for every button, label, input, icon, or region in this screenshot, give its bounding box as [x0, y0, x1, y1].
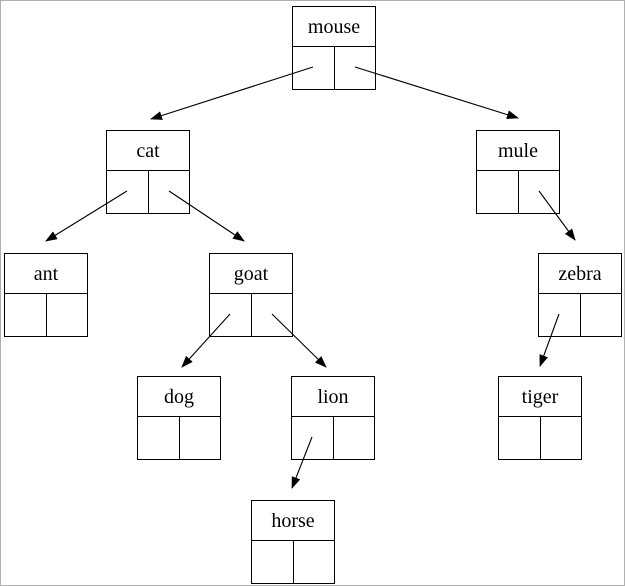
node-label: mouse [293, 7, 375, 47]
node-goat: goat [209, 253, 293, 337]
node-pointer-cells [292, 417, 374, 459]
node-horse: horse [251, 500, 335, 584]
node-pointer-cells [477, 171, 559, 213]
node-label: tiger [499, 377, 581, 417]
node-ant: ant [4, 253, 88, 337]
node-label: zebra [539, 254, 621, 294]
left-pointer-cell [477, 171, 519, 213]
right-pointer-cell [180, 417, 221, 459]
node-label: mule [477, 131, 559, 171]
left-pointer-cell [138, 417, 180, 459]
node-label: goat [210, 254, 292, 294]
node-pointer-cells [293, 47, 375, 89]
node-pointer-cells [107, 171, 189, 213]
left-pointer-cell [499, 417, 541, 459]
node-pointer-cells [539, 294, 621, 336]
node-label: lion [292, 377, 374, 417]
node-zebra: zebra [538, 253, 622, 337]
left-pointer-cell [5, 294, 47, 336]
node-label: ant [5, 254, 87, 294]
node-pointer-cells [252, 541, 334, 583]
node-pointer-cells [5, 294, 87, 336]
node-pointer-cells [499, 417, 581, 459]
left-pointer-cell [252, 541, 294, 583]
right-pointer-cell [541, 417, 582, 459]
node-mouse: mouse [292, 6, 376, 90]
node-label: horse [252, 501, 334, 541]
node-pointer-cells [138, 417, 220, 459]
right-pointer-cell [519, 171, 560, 213]
right-pointer-cell [335, 47, 376, 89]
left-pointer-cell [292, 417, 334, 459]
left-pointer-cell [107, 171, 149, 213]
node-tiger: tiger [498, 376, 582, 460]
right-pointer-cell [581, 294, 622, 336]
node-lion: lion [291, 376, 375, 460]
left-pointer-cell [210, 294, 252, 336]
right-pointer-cell [149, 171, 190, 213]
node-dog: dog [137, 376, 221, 460]
node-pointer-cells [210, 294, 292, 336]
node-label: dog [138, 377, 220, 417]
right-pointer-cell [294, 541, 335, 583]
left-pointer-cell [539, 294, 581, 336]
right-pointer-cell [334, 417, 375, 459]
node-label: cat [107, 131, 189, 171]
node-mule: mule [476, 130, 560, 214]
node-cat: cat [106, 130, 190, 214]
left-pointer-cell [293, 47, 335, 89]
right-pointer-cell [252, 294, 293, 336]
right-pointer-cell [47, 294, 88, 336]
